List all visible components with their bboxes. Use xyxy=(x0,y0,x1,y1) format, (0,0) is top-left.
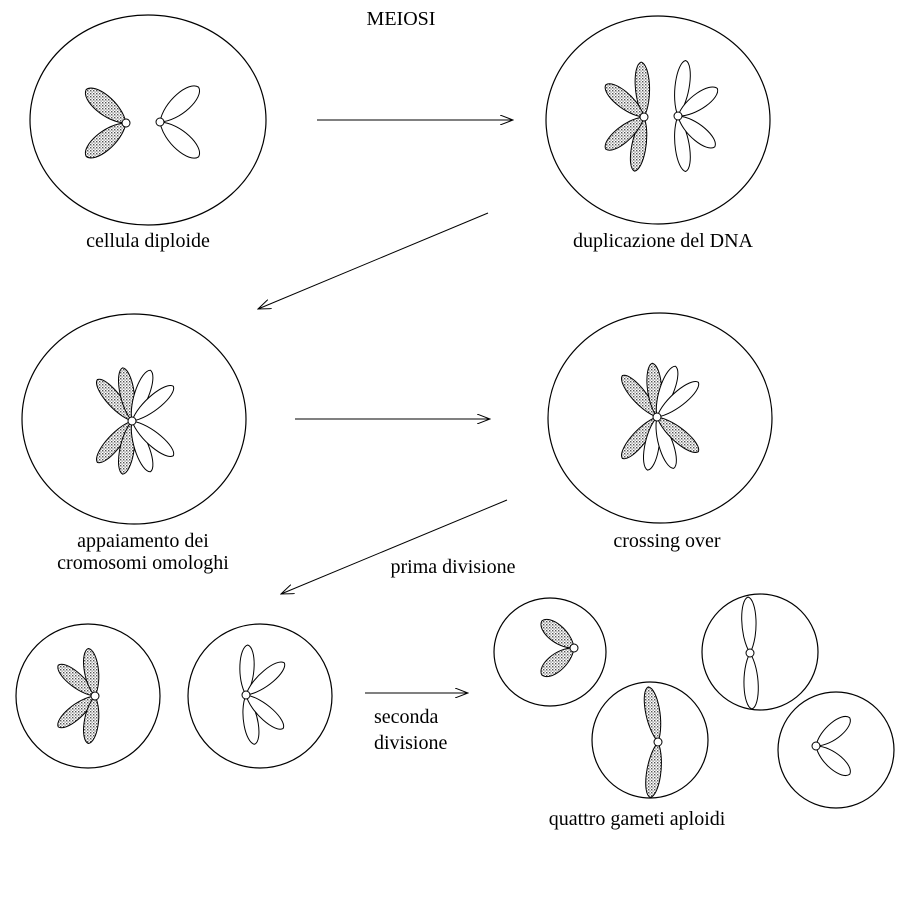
chrom-dup-open-c2a xyxy=(677,86,718,117)
chrom-diploid-shaded-arm-a xyxy=(84,87,127,124)
cell-gamete-1 xyxy=(493,597,607,707)
chrom-diploid-open-centromere xyxy=(155,117,165,127)
chrom-diploid-shaded-centromere xyxy=(121,118,131,128)
label-second-division-line2: divisione xyxy=(374,732,448,754)
chrom-dup-open-c2b xyxy=(677,115,716,149)
chrom-div1-right-centromere xyxy=(241,690,251,700)
label-pairing-line1: appaiamento dei xyxy=(77,530,209,552)
chrom-cross-centromere xyxy=(652,412,662,422)
label-pairing-line2: cromosomi omologhi xyxy=(57,552,229,574)
chrom-gamete-3-arm-a xyxy=(643,686,662,743)
chrom-dup-shaded-c1a xyxy=(634,61,651,118)
chrom-gamete-2-arm-a xyxy=(741,596,757,654)
cell-division1-right xyxy=(187,623,333,769)
chrom-pair-centromere xyxy=(127,416,137,426)
cell-gamete-4 xyxy=(777,691,895,809)
label-crossing-over: crossing over xyxy=(613,530,721,552)
chrom-cross-arm-4 xyxy=(656,381,699,418)
chrom-dup-shaded-centromere xyxy=(639,112,649,122)
chrom-dup-shaded-c2a xyxy=(604,83,645,118)
chrom-cross-arm-8 xyxy=(656,416,699,453)
chrom-gamete-1-arm-a xyxy=(540,618,575,649)
chrom-gamete-1-arm-b xyxy=(540,647,575,678)
chrom-div1-left-centromere xyxy=(90,691,100,701)
chrom-gamete-4-arm-a xyxy=(815,715,851,747)
chrom-div1-left-arm-4 xyxy=(83,695,100,745)
chrom-diploid-shaded-arm-b xyxy=(84,122,127,159)
chrom-pair-arm-4 xyxy=(131,385,174,422)
chrom-gamete-2-centromere xyxy=(745,648,755,658)
label-second-division: seconda divisione xyxy=(374,704,447,756)
chrom-gamete-3-centromere xyxy=(653,737,663,747)
cell-crossing-over xyxy=(547,312,773,524)
chrom-div1-right-arm-1 xyxy=(239,644,255,696)
label-dna-duplication: duplicazione del DNA xyxy=(573,230,753,252)
diagram-title: MEIOSI xyxy=(366,8,436,30)
cell-duplicated xyxy=(545,15,771,225)
label-pairing: appaiamento dei cromosomi omologhi xyxy=(57,530,229,574)
arrow-to-pairing xyxy=(258,212,489,309)
chrom-dup-open-c1b xyxy=(674,115,691,172)
chrom-diploid-open-arm-a xyxy=(159,85,201,123)
chrom-pair-arm-8 xyxy=(131,420,174,457)
label-second-division-line1: seconda xyxy=(374,706,439,728)
cell-gamete-3 xyxy=(591,681,709,799)
chrom-gamete-3-arm-b xyxy=(645,741,662,798)
label-diploid-cell: cellula diploide xyxy=(86,230,210,252)
chrom-diploid-open-arm-b xyxy=(159,121,201,159)
chrom-dup-shaded-c2b xyxy=(604,116,645,151)
cell-gamete-2 xyxy=(701,593,819,711)
chrom-gamete-1-centromere xyxy=(569,643,579,653)
arrow-to-first-division xyxy=(281,499,508,594)
cell-paired xyxy=(21,313,247,525)
cell-diploid xyxy=(29,14,267,226)
chrom-gamete-4-centromere xyxy=(811,741,821,751)
chrom-div1-right-arm-2 xyxy=(245,661,286,696)
chrom-dup-open-c1a xyxy=(674,60,691,117)
label-first-division: prima divisione xyxy=(390,556,516,578)
chrom-div1-left-arm-2 xyxy=(83,647,100,697)
chrom-gamete-2-arm-b xyxy=(743,652,759,710)
chrom-gamete-4-arm-b xyxy=(815,745,851,777)
chrom-dup-open-centromere xyxy=(673,111,683,121)
cell-division1-left xyxy=(15,623,161,769)
label-haploid-gametes: quattro gameti aploidi xyxy=(548,808,726,830)
chrom-div1-right-arm-4 xyxy=(245,694,284,730)
